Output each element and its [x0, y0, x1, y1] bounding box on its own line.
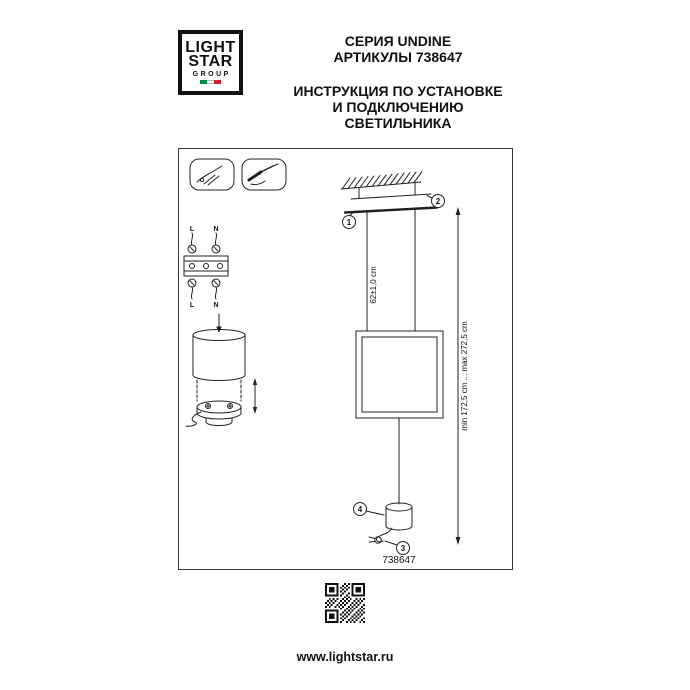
- instruction-title-line1: ИНСТРУКЦИЯ ПО УСТАНОВКЕ: [293, 83, 503, 99]
- logo-text-light: LIGHT: [185, 39, 236, 56]
- callout-1-number: 1: [347, 218, 352, 227]
- plug-and-cord: [368, 527, 393, 544]
- pictogram-wire-strip: [189, 158, 235, 191]
- terminal-label-top-n: N: [213, 226, 218, 233]
- diagram-frame: L N L N: [178, 148, 513, 570]
- callout-3-number: 3: [401, 544, 406, 553]
- height-dimension-label: min 172,5 cm ... max 272,5 cm: [460, 321, 469, 431]
- suspension-cables: [366, 208, 416, 332]
- callout-4-number: 4: [358, 505, 363, 514]
- terminal-label-bottom-l: L: [190, 302, 195, 309]
- flag-red-stripe: [214, 80, 221, 84]
- logo-text-group: GROUP: [192, 71, 231, 78]
- callout-1: 1: [342, 211, 356, 229]
- articles-line: АРТИКУЛЫ 738647: [333, 49, 463, 65]
- panel-frame: [355, 330, 444, 419]
- shade-assembly-drawing: [185, 313, 258, 427]
- italy-flag-icon: [200, 80, 221, 84]
- website-url: www.lightstar.ru: [296, 650, 394, 664]
- terminal-label-bottom-n: N: [213, 302, 218, 309]
- suspension-dimension-label: 62±1,0 cm: [369, 266, 378, 304]
- lightstar-logo: LIGHT STAR GROUP: [178, 30, 243, 95]
- qr-code: [325, 583, 365, 623]
- height-dimension: min 172,5 cm ... max 272,5 cm: [455, 207, 469, 545]
- callout-4: 4: [353, 502, 385, 516]
- ceiling-hatch: [340, 171, 423, 190]
- pictogram-screwdriver: [241, 158, 287, 191]
- suspension-assembly: [343, 182, 439, 214]
- instruction-title-line2: И ПОДКЛЮЧЕНИЮ СВЕТИЛЬНИКА: [332, 99, 464, 131]
- instruction-title: ИНСТРУКЦИЯ ПО УСТАНОВКЕ И ПОДКЛЮЧЕНИЮ СВ…: [278, 83, 518, 131]
- callout-2-number: 2: [436, 197, 441, 206]
- flag-white-stripe: [207, 80, 214, 84]
- technical-drawing: L N L N: [183, 158, 469, 566]
- diagram-article-number: 738647: [382, 555, 416, 566]
- series-title: СЕРИЯ UNDINE: [344, 33, 452, 49]
- logo-text-star: STAR: [188, 53, 233, 70]
- flag-green-stripe: [200, 80, 207, 84]
- floor-base: [385, 502, 413, 531]
- header: СЕРИЯ UNDINE АРТИКУЛЫ 738647 ИНСТРУКЦИЯ …: [278, 33, 518, 131]
- callout-3: 3: [384, 540, 410, 555]
- callout-2: 2: [426, 194, 445, 208]
- terminal-label-top-l: L: [190, 226, 195, 233]
- terminal-diagram: L N L N: [183, 226, 229, 309]
